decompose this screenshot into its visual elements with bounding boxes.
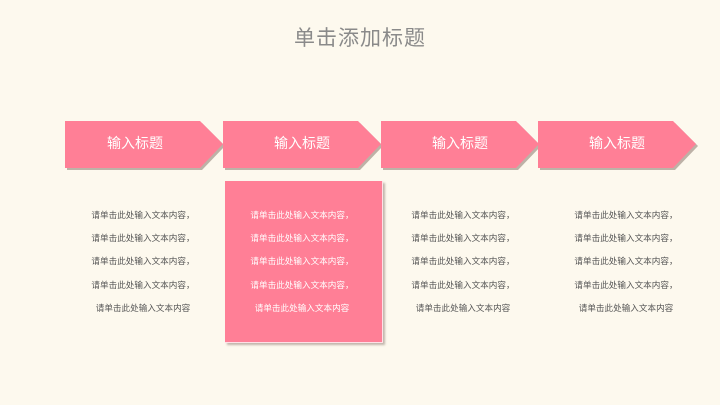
step-arrow-3[interactable]: 输入标题	[381, 121, 541, 170]
text-line: 请单击此处输入文本内容，	[91, 257, 195, 268]
text-line: 请单击此处输入文本内容，	[411, 234, 515, 245]
text-line: 请单击此处输入文本内容，	[574, 234, 678, 245]
text-line: 请单击此处输入文本内容，	[91, 234, 195, 245]
text-line: 请单击此处输入文本内容，	[250, 280, 354, 291]
text-line: 请单击此处输入文本内容，	[91, 280, 195, 291]
step-arrow-2[interactable]: 输入标题	[223, 121, 383, 170]
step-text-1[interactable]: 请单击此处输入文本内容， 请单击此处输入文本内容， 请单击此处输入文本内容， 请…	[63, 205, 223, 321]
text-line: 请单击此处输入文本内容，	[250, 211, 354, 221]
text-line: 请单击此处输入文本内容，	[411, 257, 515, 268]
slide-title[interactable]: 单击添加标题	[294, 26, 426, 50]
text-line: 请单击此处输入文本内容，	[574, 280, 678, 291]
text-line: 请单击此处输入文本内容	[254, 303, 350, 314]
arrow-shape-icon	[538, 121, 698, 170]
text-line: 请单击此处输入文本内容，	[411, 211, 515, 221]
text-line: 请单击此处输入文本内容	[578, 303, 674, 314]
step-label-4[interactable]: 输入标题	[589, 136, 645, 152]
text-line: 请单击此处输入文本内容	[415, 303, 511, 314]
text-line: 请单击此处输入文本内容	[95, 303, 191, 314]
text-line: 请单击此处输入文本内容，	[91, 211, 195, 221]
step-text-3[interactable]: 请单击此处输入文本内容， 请单击此处输入文本内容， 请单击此处输入文本内容， 请…	[383, 205, 543, 321]
highlight-box	[225, 181, 383, 343]
arrow-shape-icon	[65, 121, 225, 170]
text-line: 请单击此处输入文本内容，	[250, 234, 354, 245]
step-label-2[interactable]: 输入标题	[274, 136, 330, 152]
text-line: 请单击此处输入文本内容，	[250, 257, 354, 268]
step-label-3[interactable]: 输入标题	[432, 136, 488, 152]
arrow-shape-icon	[381, 121, 541, 170]
arrow-shape-icon	[223, 121, 383, 170]
text-line: 请单击此处输入文本内容，	[574, 257, 678, 268]
step-text-2[interactable]: 请单击此处输入文本内容， 请单击此处输入文本内容， 请单击此处输入文本内容， 请…	[222, 205, 382, 321]
step-arrow-1[interactable]: 输入标题	[65, 121, 225, 170]
step-text-4[interactable]: 请单击此处输入文本内容， 请单击此处输入文本内容， 请单击此处输入文本内容， 请…	[546, 205, 706, 321]
text-line: 请单击此处输入文本内容，	[411, 280, 515, 291]
step-arrow-4[interactable]: 输入标题	[538, 121, 698, 170]
text-line: 请单击此处输入文本内容，	[574, 211, 678, 221]
step-label-1[interactable]: 输入标题	[107, 136, 163, 152]
